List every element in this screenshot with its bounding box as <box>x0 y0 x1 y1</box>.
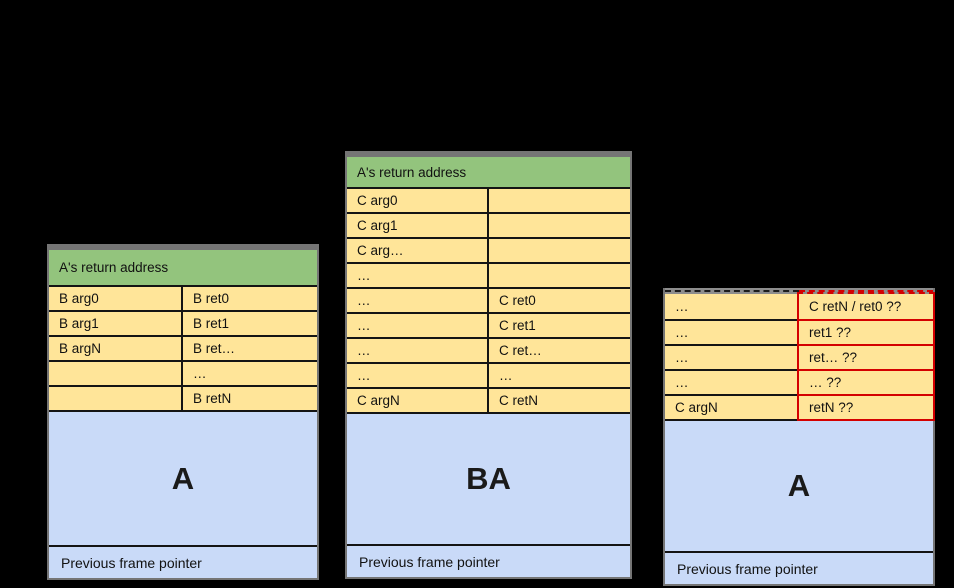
table-row: …C ret… <box>347 337 630 362</box>
cell-left: C arg0 <box>347 189 489 212</box>
cell-right: … <box>489 364 630 387</box>
table-row: …… <box>347 362 630 387</box>
table-row: …C ret0 <box>347 287 630 312</box>
cell-left: C argN <box>347 389 489 412</box>
table-row: …… ?? <box>665 369 935 396</box>
cell-right: … <box>183 362 317 385</box>
frame-area: A <box>665 419 933 551</box>
table-row: C arg0 <box>347 187 630 212</box>
stack-diagram-right: …C retN / ret0 ??…ret1 ??…ret… ??…… ??C … <box>663 288 935 586</box>
cell-left: C arg… <box>347 239 489 262</box>
table-row: …ret… ?? <box>665 344 935 371</box>
cell-right <box>489 214 630 237</box>
cell-left: … <box>665 346 799 369</box>
previous-frame-pointer: Previous frame pointer <box>347 544 630 577</box>
frame-label: BA <box>466 461 511 496</box>
cell-left <box>49 362 183 385</box>
frame-label: A <box>787 468 811 503</box>
cell-left: C arg1 <box>347 214 489 237</box>
previous-frame-pointer: Previous frame pointer <box>665 551 933 584</box>
cell-right: C ret0 <box>489 289 630 312</box>
table-row: C arg1 <box>347 212 630 237</box>
cell-right <box>489 189 630 212</box>
table-row: C arg… <box>347 237 630 262</box>
frame-label: A <box>171 460 195 496</box>
table-row: … <box>49 360 317 385</box>
cell-right <box>489 264 630 287</box>
cell-left: C argN <box>665 396 799 419</box>
cell-right: retN ?? <box>797 394 935 421</box>
cell-left: … <box>347 289 489 312</box>
cell-right: C ret… <box>489 339 630 362</box>
cell-right: ret… ?? <box>797 344 935 371</box>
dashed-top-left <box>665 290 799 292</box>
cell-right: … ?? <box>797 369 935 396</box>
cell-left: … <box>665 321 799 344</box>
cell-right: C ret1 <box>489 314 630 337</box>
stack-rows: …C retN / ret0 ??…ret1 ??…ret… ??…… ??C … <box>665 292 935 421</box>
cell-left: B arg0 <box>49 287 183 310</box>
cell-left: B argN <box>49 337 183 360</box>
cell-left: … <box>347 364 489 387</box>
return-address-header: A's return address <box>49 250 317 285</box>
return-address-header: A's return address <box>347 157 630 187</box>
dashed-top-right <box>799 290 933 292</box>
cell-right <box>489 239 630 262</box>
cell-left: B arg1 <box>49 312 183 335</box>
cell-right: C retN / ret0 ?? <box>797 292 935 321</box>
cell-right: B ret0 <box>183 287 317 310</box>
dashed-top-border <box>665 288 933 294</box>
cell-right: C retN <box>489 389 630 412</box>
cell-left: … <box>665 371 799 394</box>
cell-left: … <box>665 294 799 319</box>
frame-area: BA <box>347 412 630 544</box>
table-row: B retN <box>49 385 317 410</box>
table-row: …C ret1 <box>347 312 630 337</box>
table-row: … <box>347 262 630 287</box>
cell-left: … <box>347 314 489 337</box>
cell-left: … <box>347 264 489 287</box>
cell-right: ret1 ?? <box>797 319 935 346</box>
cell-right: B ret1 <box>183 312 317 335</box>
cell-left: … <box>347 339 489 362</box>
cell-right: B retN <box>183 387 317 410</box>
table-row: …ret1 ?? <box>665 319 935 346</box>
table-row: …C retN / ret0 ?? <box>665 292 935 321</box>
previous-frame-pointer: Previous frame pointer <box>49 545 317 578</box>
cell-left <box>49 387 183 410</box>
frame-area: A <box>49 410 317 545</box>
cell-right: B ret… <box>183 337 317 360</box>
